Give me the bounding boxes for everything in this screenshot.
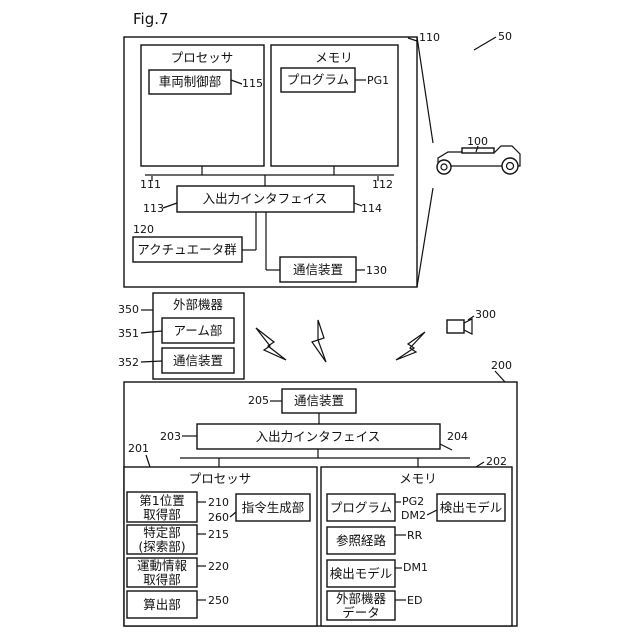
program-pg1-label: プログラム (287, 72, 349, 87)
actuator-group-label: アクチュエータ群 (137, 242, 237, 257)
program-pg2-label: プログラム (330, 500, 392, 515)
comm-device-205-label: 通信装置 (294, 393, 344, 408)
reference-route-label: 参照経路 (336, 533, 387, 548)
identification-line2: (探索部) (138, 539, 185, 554)
projection-top (417, 37, 433, 143)
comm-device-130-label: 通信装置 (293, 262, 343, 277)
wireless-signal-icon (312, 320, 326, 362)
vehicle-processor-label: プロセッサ (171, 50, 234, 65)
vehicle-control-unit-label: 車両制御部 (159, 74, 222, 89)
calculation-unit-label: 算出部 (143, 597, 181, 612)
identification-line1: 特定部 (143, 525, 181, 540)
camera-icon (447, 319, 472, 334)
server-io-interface-label: 入出力インタフェイス (256, 429, 381, 444)
ref-pg1: PG1 (367, 74, 389, 87)
ref-205: 205 (248, 394, 269, 407)
motion-info-line2: 取得部 (143, 572, 181, 587)
external-device-label: 外部機器 (173, 297, 224, 312)
arm-unit-label: アーム部 (174, 323, 223, 338)
ref-350: 350 (118, 303, 139, 316)
projection-bottom (417, 188, 433, 287)
vehicle-icon (437, 146, 520, 174)
ref-dm2: DM2 (401, 509, 426, 522)
leader-system (474, 37, 496, 50)
ref-203: 203 (160, 430, 181, 443)
external-device-data-line1: 外部機器 (336, 591, 387, 606)
comm-device-352-label: 通信装置 (173, 353, 223, 368)
detection-model-dm1-label: 検出モデル (330, 566, 393, 581)
ref-260: 260 (208, 511, 229, 524)
ref-ed: ED (407, 594, 422, 607)
ref-220: 220 (208, 560, 229, 573)
command-generation-label: 指令生成部 (242, 500, 305, 515)
ref-351: 351 (118, 327, 139, 340)
first-position-line1: 第1位置 (139, 493, 184, 508)
ref-204: 204 (447, 430, 468, 443)
ref-111: 111 (140, 178, 161, 191)
vehicle-io-interface-label: 入出力インタフェイス (203, 191, 328, 206)
ref-352: 352 (118, 356, 139, 369)
motion-info-line1: 運動情報 (137, 558, 188, 573)
ref-pg2: PG2 (402, 495, 424, 508)
leader-200 (495, 371, 505, 382)
external-device-data-line2: データ (342, 605, 380, 620)
ref-rr: RR (407, 529, 423, 542)
ref-201: 201 (128, 442, 149, 455)
ref-system: 50 (498, 30, 512, 43)
ref-200: 200 (491, 359, 512, 372)
ref-210: 210 (208, 496, 229, 509)
ref-dm1: DM1 (403, 561, 428, 574)
detection-model-dm2-label: 検出モデル (440, 500, 503, 515)
ref-300: 300 (475, 308, 496, 321)
wireless-signal-icon (396, 332, 425, 360)
figure-label: Fig.7 (133, 10, 169, 28)
vehicle-memory-label: メモリ (315, 50, 353, 65)
ref-112: 112 (372, 178, 393, 191)
first-position-line2: 取得部 (143, 507, 181, 522)
ref-120: 120 (133, 223, 154, 236)
wireless-signal-icon (256, 328, 286, 360)
ref-113: 113 (143, 202, 164, 215)
server-memory-label: メモリ (399, 471, 437, 486)
ref-114: 114 (361, 202, 382, 215)
ref-202: 202 (486, 455, 507, 468)
ref-215: 215 (208, 528, 229, 541)
server-processor-label: プロセッサ (189, 471, 252, 486)
ref-115: 115 (242, 77, 263, 90)
ref-controller: 110 (419, 31, 440, 44)
ref-130: 130 (366, 264, 387, 277)
ref-250: 250 (208, 594, 229, 607)
